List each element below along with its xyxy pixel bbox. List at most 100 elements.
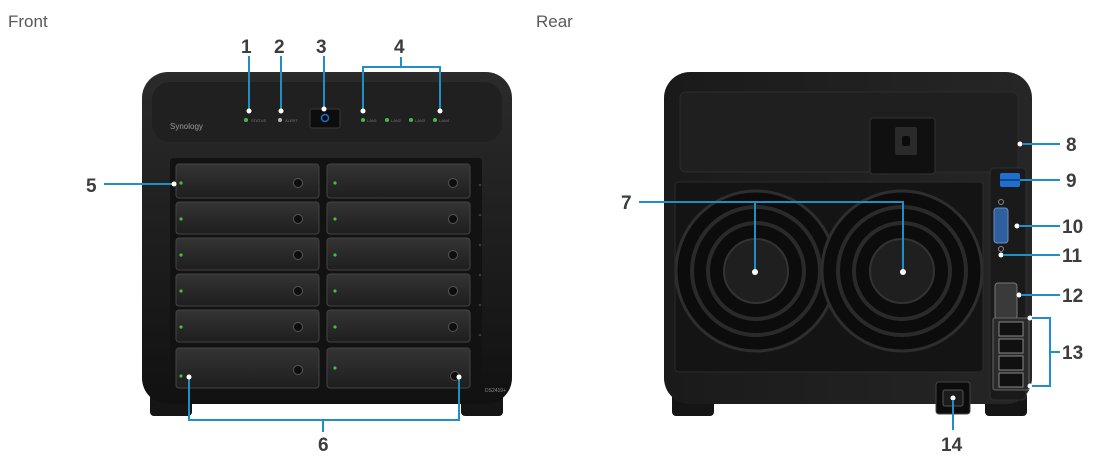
- callout-10: 10: [1062, 217, 1083, 238]
- pcie-port[interactable]: [994, 282, 1018, 320]
- esata-port[interactable]: [993, 207, 1009, 244]
- drive-led: [333, 253, 337, 257]
- lan-port[interactable]: [998, 321, 1024, 337]
- rear-callouts: 7 8 9 10 11 12 13 14: [621, 135, 1083, 456]
- tray-lock-icon[interactable]: [293, 365, 303, 375]
- drive-led: [179, 289, 183, 293]
- drive-tray[interactable]: [175, 347, 320, 389]
- drive-tray[interactable]: [175, 273, 320, 307]
- callout-9: 9: [1066, 171, 1077, 192]
- alert-led-label: ALERT: [285, 118, 298, 123]
- drive-tray[interactable]: [175, 309, 320, 343]
- drive-tray[interactable]: [326, 163, 471, 199]
- lan2-led-label: LAN2: [391, 118, 402, 123]
- lan1-led: [361, 118, 365, 122]
- tray-lock-icon[interactable]: [448, 250, 458, 260]
- callout-6-dot-left: [186, 374, 192, 380]
- drive-trays-right: [326, 163, 471, 389]
- drive-led: [179, 181, 183, 185]
- drive-tray[interactable]: [326, 309, 471, 343]
- model-label: DS2419+: [485, 388, 506, 394]
- drive-led: [333, 181, 337, 185]
- callout-13: 13: [1062, 343, 1083, 364]
- brand-logo: Synology: [170, 122, 203, 131]
- tray-lock-icon[interactable]: [293, 250, 303, 260]
- lock-icon: [902, 136, 910, 146]
- rear-upper-panel: [679, 91, 1019, 173]
- drive-tray[interactable]: [326, 237, 471, 271]
- callout-4: 4: [394, 37, 405, 58]
- callout-14-dot: [950, 395, 956, 401]
- callout-6: 6: [318, 435, 329, 456]
- drive-led: [179, 253, 183, 257]
- drive-led: [333, 289, 337, 293]
- callout-10-dot: [1014, 223, 1020, 229]
- callout-8: 8: [1066, 135, 1077, 156]
- drive-tray[interactable]: [326, 201, 471, 235]
- lan-port[interactable]: [998, 338, 1024, 354]
- tray-lock-icon[interactable]: [293, 322, 303, 332]
- callout-6-dot-right: [456, 374, 462, 380]
- callout-13-dot-top: [1027, 315, 1033, 321]
- drive-led: [179, 374, 183, 378]
- lan3-led-label: LAN3: [415, 118, 426, 123]
- tray-lock-icon[interactable]: [448, 286, 458, 296]
- callout-7-dot-right: [900, 269, 906, 275]
- rear-unit: [664, 72, 1032, 416]
- screw-icon: [998, 199, 1004, 205]
- drive-tray[interactable]: [175, 237, 320, 271]
- callout-5: 5: [86, 176, 97, 197]
- drive-led: [179, 325, 183, 329]
- lan2-led: [385, 118, 389, 122]
- tray-lock-icon[interactable]: [293, 286, 303, 296]
- drive-trays-left: [175, 163, 320, 389]
- drive-led: [333, 366, 337, 370]
- callout-3: 3: [316, 37, 327, 58]
- front-unit: Synology STATUS ALERT LAN1 LAN2 LAN3 LAN…: [142, 72, 512, 416]
- callout-11: 11: [1062, 246, 1083, 267]
- screw-icon: [998, 246, 1004, 252]
- lan3-led: [409, 118, 413, 122]
- callout-13-bracket: [1032, 317, 1051, 387]
- drive-tray[interactable]: [326, 347, 471, 389]
- callout-4-dot-right: [437, 108, 443, 114]
- drive-tray[interactable]: [326, 273, 471, 307]
- front-callouts: 1 2 3 4 5 6: [86, 37, 462, 456]
- callout-12: 12: [1062, 286, 1083, 307]
- drive-led: [179, 217, 183, 221]
- callout-1-dot: [246, 108, 252, 114]
- callout-7: 7: [621, 193, 632, 214]
- callout-1: 1: [241, 37, 252, 58]
- tray-lock-icon[interactable]: [448, 178, 458, 188]
- drive-tray[interactable]: [175, 163, 320, 199]
- lan4-led: [433, 118, 437, 122]
- callout-12-dot: [1016, 292, 1022, 298]
- callout-11-dot: [998, 252, 1004, 258]
- callout-14: 14: [941, 435, 963, 456]
- callout-3-dot: [321, 106, 327, 112]
- tray-lock-icon[interactable]: [448, 322, 458, 332]
- front-view-label: Front: [8, 12, 48, 31]
- rear-view-label: Rear: [536, 12, 573, 31]
- power-icon: [320, 113, 330, 123]
- drive-led: [333, 217, 337, 221]
- side-vent: [478, 183, 482, 337]
- lan-port[interactable]: [998, 355, 1024, 371]
- drive-tray[interactable]: [175, 201, 320, 235]
- lan1-led-label: LAN1: [367, 118, 378, 123]
- alert-led: [278, 118, 282, 122]
- status-led: [244, 118, 248, 122]
- power-button[interactable]: [309, 108, 341, 129]
- lan-port[interactable]: [998, 372, 1024, 388]
- callout-2: 2: [274, 37, 285, 58]
- tray-lock-icon[interactable]: [448, 214, 458, 224]
- callout-8-dot: [1017, 141, 1023, 147]
- callout-7-leader-right: [755, 201, 904, 271]
- callout-13-dot-bottom: [1027, 383, 1033, 389]
- tray-lock-icon[interactable]: [293, 178, 303, 188]
- lan4-led-label: LAN4: [439, 118, 450, 123]
- status-led-label: STATUS: [251, 118, 267, 123]
- callout-5-dot: [171, 181, 177, 187]
- tray-lock-icon[interactable]: [293, 214, 303, 224]
